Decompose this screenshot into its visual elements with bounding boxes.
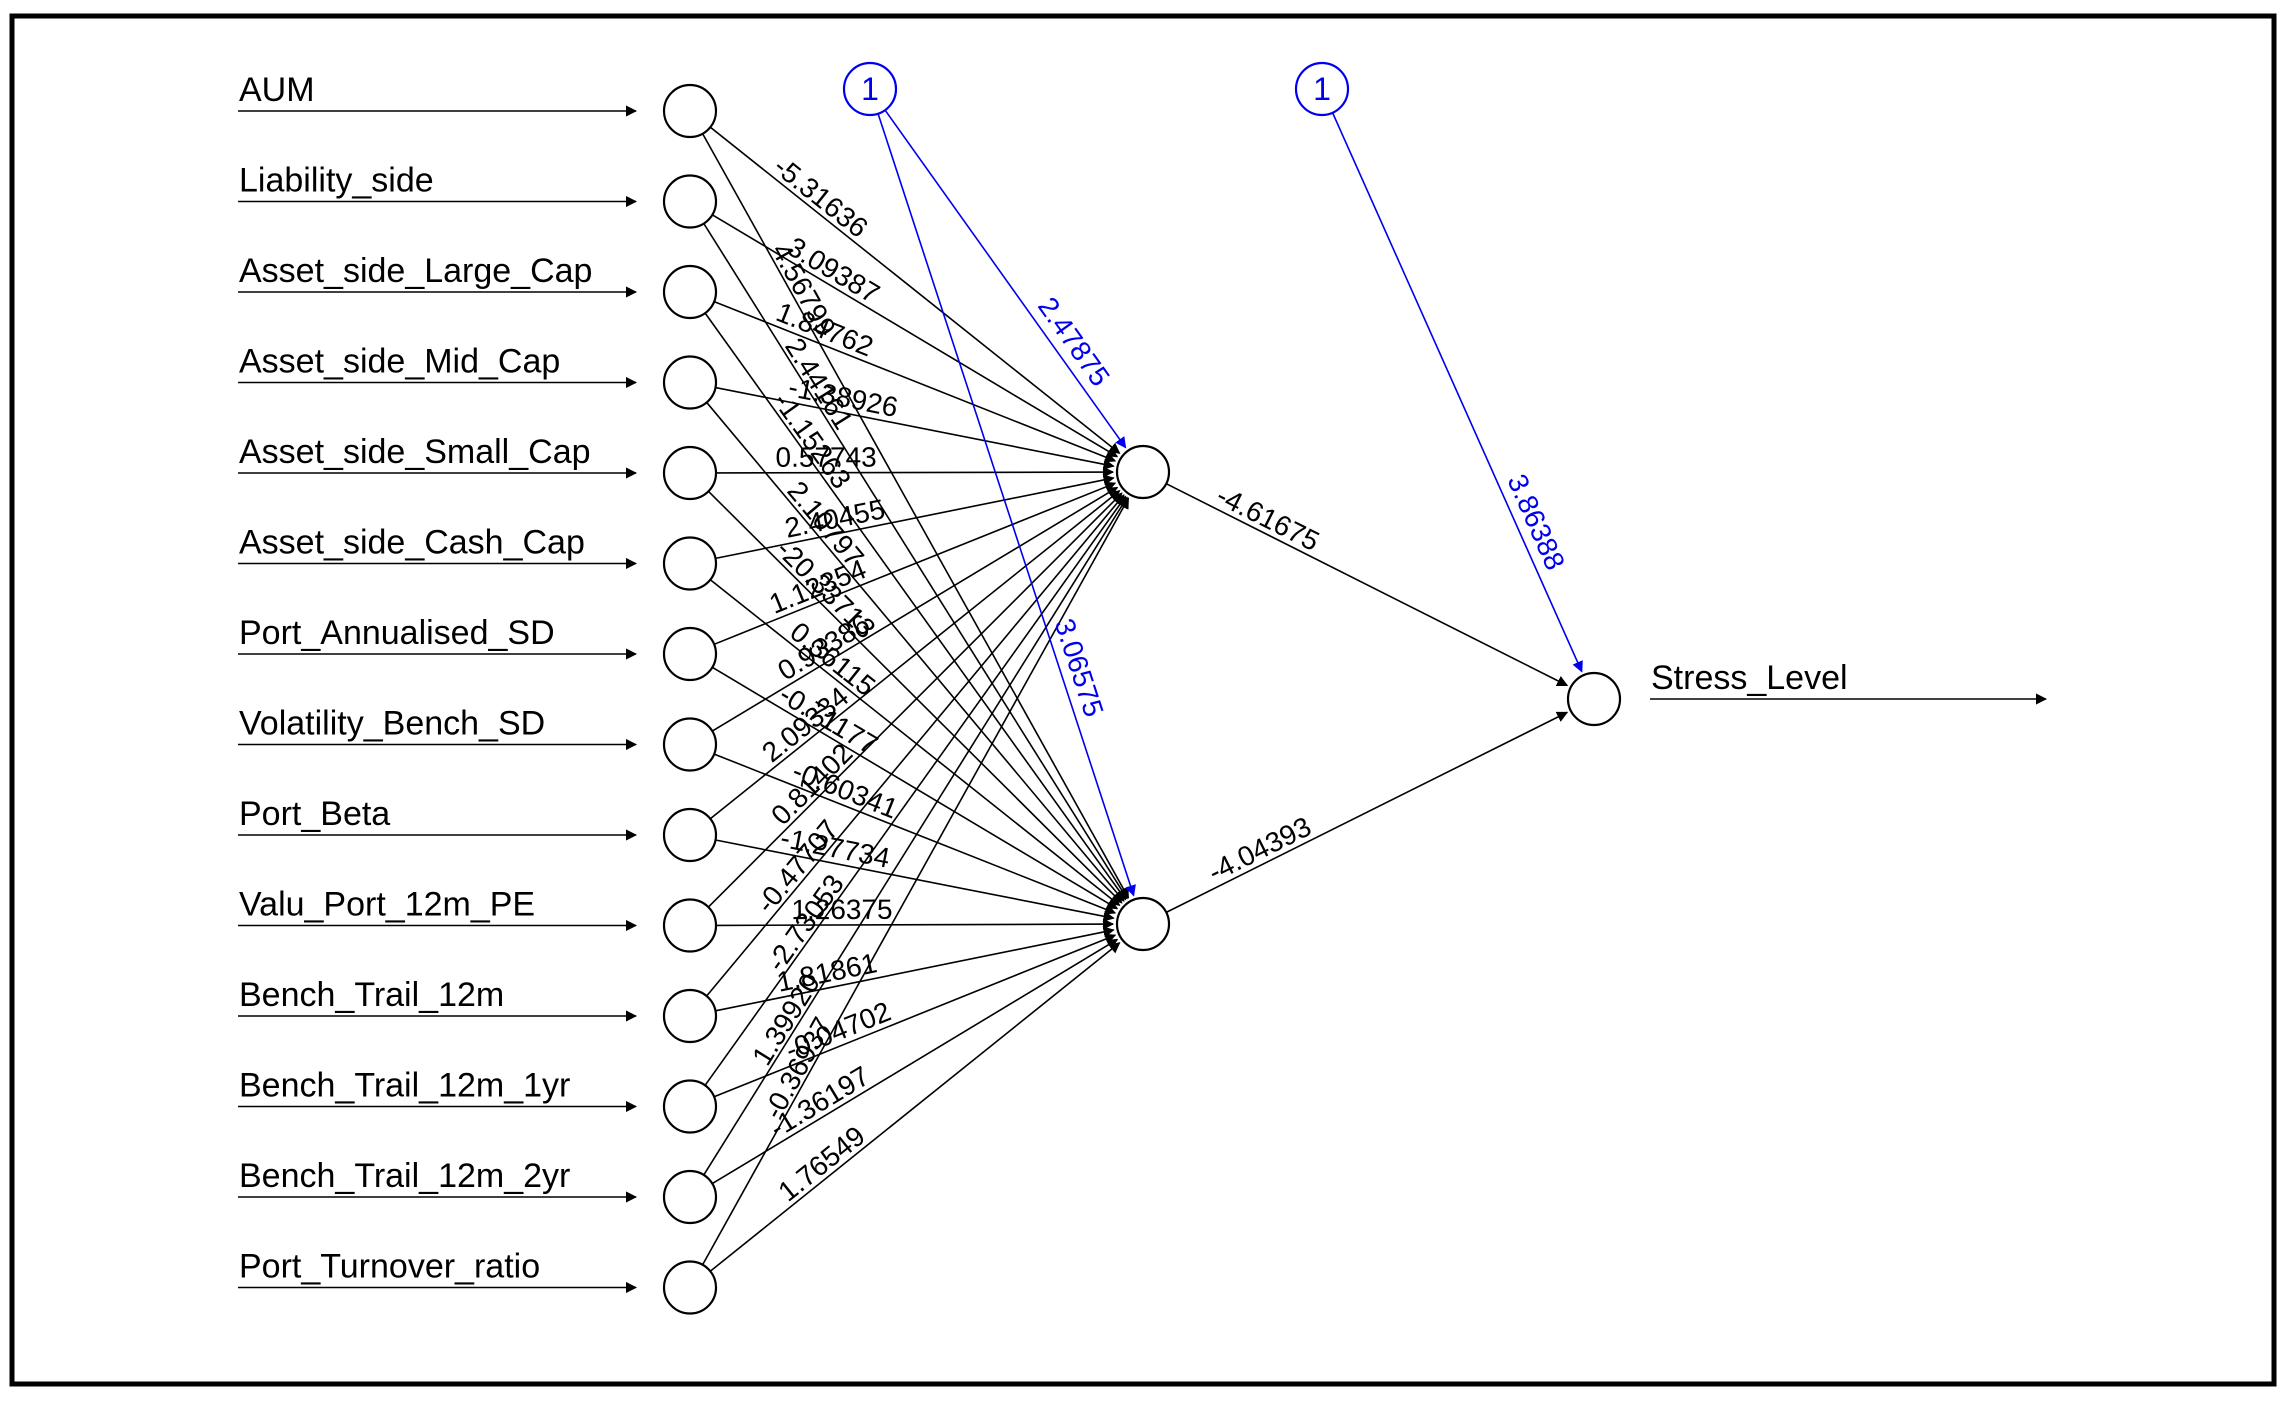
weight-label-hidden-2-output: -4.04393	[1203, 811, 1316, 888]
edge-input-8-to-hidden-2	[713, 753, 1117, 915]
input-label-6: Asset_side_Cash_Cap	[239, 524, 585, 562]
input-node-4	[662, 355, 718, 410]
edge-input-4-to-hidden-2	[706, 401, 1125, 902]
edge-input-7-to-hidden-2	[711, 666, 1119, 910]
bias-weight-label-hidden-1: 2.47875	[1032, 291, 1116, 391]
edge-input-14-to-hidden-2	[709, 942, 1121, 1272]
edge-input-7-to-hidden-1	[713, 481, 1117, 646]
input-label-12: Bench_Trail_12m_1yr	[239, 1067, 570, 1105]
input-node-11	[662, 988, 718, 1044]
input-label-3: Asset_side_Large_Cap	[239, 252, 592, 290]
diagram-frame	[9, 13, 2277, 1387]
input-node-14	[662, 1260, 718, 1315]
weight-label-hidden-1-output: -4.61675	[1212, 480, 1325, 557]
input-label-1: AUM	[239, 71, 315, 109]
bias-node-hidden-label: 1	[861, 71, 879, 107]
edge-input-3-to-hidden-1	[713, 300, 1117, 463]
edge-input-6-to-hidden-1	[715, 474, 1115, 560]
input-node-5	[662, 445, 718, 501]
input-label-13: Bench_Trail_12m_2yr	[239, 1157, 570, 1195]
edge-input-5-to-hidden-1	[715, 466, 1115, 478]
edge-input-13-to-hidden-1	[703, 496, 1128, 1176]
bias-node-output-label: 1	[1313, 71, 1331, 107]
edge-input-6-to-hidden-2	[709, 579, 1121, 907]
edge-input-1-to-hidden-2	[701, 133, 1130, 899]
edge-input-11-to-hidden-1	[706, 494, 1125, 997]
input-label-5: Asset_side_Small_Cap	[239, 433, 591, 471]
input-label-14: Port_Turnover_ratio	[239, 1248, 540, 1286]
input-label-7: Port_Annualised_SD	[239, 614, 555, 652]
hidden-node-2	[1115, 896, 1171, 952]
output-label: Stress_Level	[1651, 659, 1848, 697]
input-label-10: Valu_Port_12m_PE	[239, 886, 535, 924]
weight-label-input-5-hidden-1: 0.57743	[775, 442, 876, 473]
edge-input-9-to-hidden-1	[709, 490, 1121, 820]
bias-weight-label-output: 3.86388	[1501, 469, 1571, 574]
input-node-3	[662, 264, 718, 320]
input-node-2	[662, 174, 718, 229]
weight-label-input-1-hidden-1: -5.31636	[768, 151, 874, 244]
input-node-13	[662, 1169, 718, 1225]
hidden-node-1	[1115, 444, 1171, 500]
bias-edge-hidden-2	[877, 113, 1136, 897]
edge-input-3-to-hidden-2	[704, 312, 1127, 901]
edge-input-1-to-hidden-1	[709, 126, 1121, 455]
edges-layer	[701, 109, 1583, 1272]
edge-input-2-to-hidden-1	[711, 214, 1119, 458]
output-node	[1566, 671, 1622, 727]
edge-input-2-to-hidden-2	[703, 223, 1128, 900]
edge-input-10-to-hidden-1	[707, 492, 1123, 908]
input-node-12	[662, 1079, 718, 1134]
edge-input-13-to-hidden-2	[711, 938, 1119, 1185]
edge-input-12-to-hidden-1	[704, 495, 1127, 1086]
input-node-6	[662, 536, 718, 591]
edge-input-12-to-hidden-2	[713, 933, 1117, 1098]
bias-edge-hidden-1	[884, 109, 1127, 449]
edge-input-5-to-hidden-2	[707, 490, 1123, 904]
edge-input-8-to-hidden-1	[711, 486, 1119, 732]
input-node-7	[662, 626, 718, 682]
edge-hidden-2-to-output	[1165, 711, 1569, 914]
input-label-4: Asset_side_Mid_Cap	[239, 343, 560, 381]
edge-hidden-1-to-output	[1165, 482, 1569, 687]
input-node-9	[662, 807, 718, 863]
edge-input-10-to-hidden-2	[715, 918, 1115, 930]
edge-input-9-to-hidden-2	[715, 839, 1115, 922]
weight-label-input-10-hidden-2: 1.26375	[791, 894, 892, 925]
edge-input-11-to-hidden-2	[715, 926, 1115, 1012]
input-label-8: Volatility_Bench_SD	[239, 705, 545, 743]
input-node-10	[662, 898, 718, 953]
labels-layer: AUM Liability_sideAsset_side_Large_CapAss…	[239, 71, 1848, 1286]
edge-input-4-to-hidden-1	[715, 386, 1115, 470]
bias-weight-label-hidden-2: 3.06575	[1049, 615, 1110, 721]
input-label-2: Liability_side	[239, 162, 434, 200]
input-label-9: Port_Beta	[239, 795, 390, 833]
edge-input-14-to-hidden-1	[701, 497, 1130, 1266]
input-node-1	[662, 83, 718, 139]
bias-edge-output	[1331, 112, 1583, 673]
bias-node-output	[1294, 61, 1350, 117]
input-label-11: Bench_Trail_12m	[239, 976, 504, 1014]
bias-node-hidden	[842, 61, 898, 117]
input-node-8	[662, 717, 718, 772]
input-arrows-layer	[238, 105, 2048, 1294]
